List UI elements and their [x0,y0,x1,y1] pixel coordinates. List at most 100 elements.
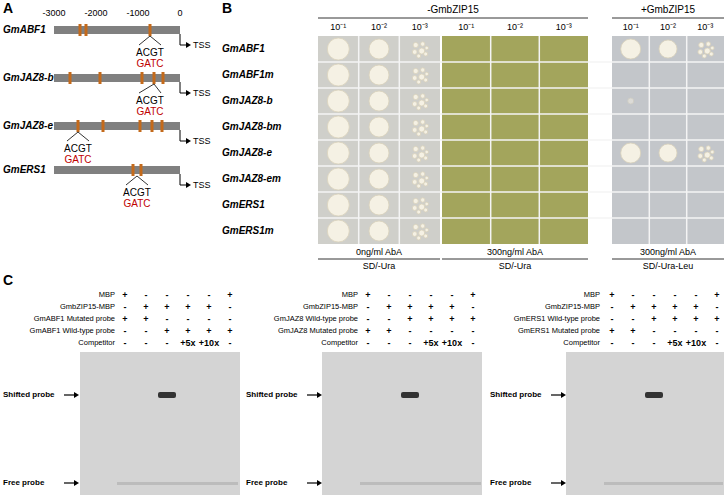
condition-label: 300ng/ml AbA [487,247,543,258]
lane-symbol: +10x [442,338,462,348]
lane-symbol: - [367,314,370,324]
band-label: Shifted probe [246,390,298,400]
yeast-colony [412,232,417,237]
lane-symbol: + [407,302,412,312]
yeast-colony [369,221,389,241]
free-band [604,482,723,485]
dilution-label: 10⁻³ [697,22,713,33]
yeast-colony [699,146,704,151]
condition-line [442,259,588,260]
tss-arrow [180,34,187,45]
yeast-colony [425,72,429,76]
band-arrow [307,394,318,395]
lane-symbol: + [470,290,475,300]
yeast-colony [421,68,425,72]
yeast-colony [413,172,418,177]
lane-symbol: + [672,314,677,324]
band-arrows [64,395,562,483]
yeast-colony [417,80,421,84]
yeast-colony [369,39,389,59]
arrow-head [186,182,191,188]
yeast-colony [369,143,389,163]
yeast-colony [421,224,425,228]
lane-symbol: - [430,290,433,300]
grid-line [318,165,724,167]
motif-sequence: ACGT [136,95,164,106]
tss-label: TSS [193,39,211,51]
yeast-colony [369,195,389,215]
grid-line [539,36,541,244]
lane-row-label: GmJAZ8 Mutated probe [278,326,358,336]
tss-heads [186,42,191,188]
yeast-colony [327,90,349,112]
band-arrow [551,482,562,483]
condition-line [612,259,724,260]
yeast-colony [327,64,349,86]
yeast-colony [369,65,389,85]
lane-symbol: + [714,314,719,324]
yeast-colony [424,78,428,82]
plate-grid [318,36,724,244]
lane-symbol: - [409,290,412,300]
band-label: Free probe [246,478,287,488]
lane-symbol: +5x [180,338,195,348]
lane-symbol: + [449,314,454,324]
motif-mark [162,72,165,84]
lane-row-label: GmbZIP15-MBP [303,302,358,312]
lane-symbol: - [632,290,635,300]
lane-symbol: + [365,326,370,336]
tss-arrow [180,82,187,93]
strain-label: GmJAZ8-b [222,95,273,107]
yeast-colony [424,234,428,238]
yeast-colony [425,176,429,180]
yeast-colony [706,42,710,46]
promoter-bar [54,74,180,82]
lane-symbol: - [716,326,719,336]
lane-symbol: - [611,302,614,312]
arrow-head [186,90,191,96]
lane-symbol: + [227,290,232,300]
lane-symbol: - [611,314,614,324]
yeast-colony [424,52,428,56]
lane-symbol: - [716,338,719,348]
lane-row-label: GmbZIP15-MBP [60,302,115,312]
band-arrow [64,482,75,483]
lane-symbol: - [229,314,232,324]
gene-name: GmERS1 [3,164,46,176]
yeast-colony [412,206,417,211]
lane-symbol: + [122,290,127,300]
lane-row-label: MBP [99,290,115,300]
motif-wedge [139,36,161,45]
motif-mark [85,24,88,36]
gene-name: GmABF1 [3,24,46,36]
yeast-colony [412,50,417,55]
strain-label: GmJAZ8-e [222,147,272,159]
yeast-colony [369,169,389,189]
lane-row-label: Competitor [321,338,358,348]
group-header: +GmbZIP15 [641,4,695,16]
lane-symbol: + [651,314,656,324]
grid-line [358,36,360,244]
lane-symbol: +10x [199,338,219,348]
yeast-colony [425,228,429,232]
yeast-colony [424,182,428,186]
group-line [612,18,724,19]
yeast-colony [327,194,349,216]
tss-arrows [180,34,187,185]
panel-letter: C [3,272,13,288]
motif-mark [140,164,143,176]
condition-label: 0ng/ml AbA [356,247,402,258]
grid-line [399,36,401,244]
yeast-colony [412,180,417,185]
yeast-colony [413,94,418,99]
strain-label: GmABF1 [222,43,265,55]
motif-mark [153,72,156,84]
lane-symbol: + [693,314,698,324]
mutated-motif: GATC [123,198,150,209]
strain-label: GmERS1m [222,225,274,237]
mutated-motif: GATC [64,154,91,165]
tss-label: TSS [193,179,211,191]
panel-letter: B [222,0,232,16]
lane-symbol: - [451,326,454,336]
yeast-colony [659,40,677,58]
